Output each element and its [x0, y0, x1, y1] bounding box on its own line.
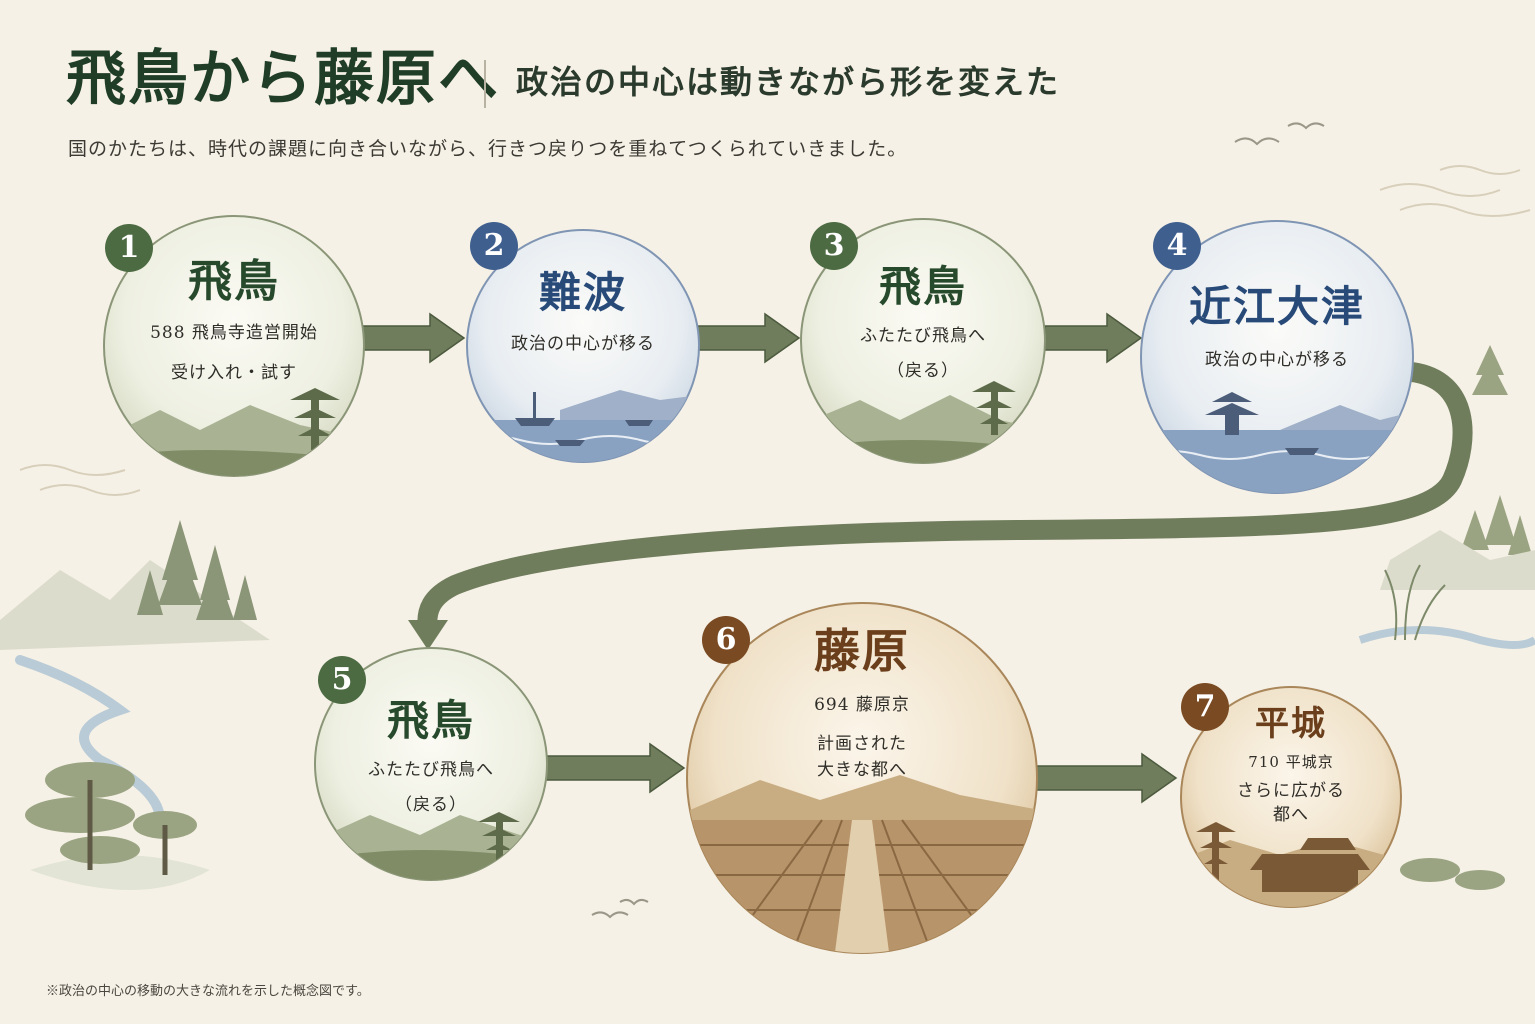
node-4: 近江大津 政治の中心が移る: [1189, 282, 1365, 371]
node-1-place: 飛鳥: [187, 256, 280, 307]
footnote: ※政治の中心の移動の大きな流れを示した概念図です。: [46, 984, 370, 999]
title-divider: [484, 60, 486, 108]
node-1-line-1: 588 飛鳥寺造営開始: [150, 322, 318, 343]
node-5-line-1: ふたたび飛鳥へ: [368, 760, 494, 781]
bird-icons: [591, 122, 1325, 919]
node-7-line-2: さらに広がる: [1237, 780, 1345, 801]
scene-6-fujiwara: [690, 775, 1037, 953]
lead-text: 国のかたちは、時代の課題に向き合いながら、行きつ戻りつを重ねてつくられていきまし…: [68, 138, 908, 160]
node-7: 平城 710 平城京 さらに広がる 都へ: [1237, 704, 1345, 826]
arrow-4-to-5-head: [408, 620, 448, 650]
node-3-line-2: （戻る）: [887, 360, 959, 381]
step-4-badge: 4: [1153, 222, 1201, 270]
arrow-1-to-2: [361, 312, 466, 364]
node-3-place: 飛鳥: [878, 262, 967, 311]
decorative-clouds: [19, 165, 1531, 496]
arrow-2-to-3: [696, 312, 801, 364]
left-landscape-decoration: [0, 520, 270, 890]
step-7-badge: 7: [1181, 683, 1229, 731]
flow-arrows: [361, 312, 1178, 804]
arrow-3-to-4: [1044, 312, 1143, 364]
step-5-badge: 5: [318, 656, 366, 704]
node-6-line-1: 694 藤原京: [814, 695, 910, 716]
step-2-badge: 2: [470, 222, 518, 270]
arrow-6-to-7: [1034, 752, 1178, 804]
node-5: 飛鳥 ふたたび飛鳥へ （戻る）: [368, 696, 494, 815]
step-3-badge: 3: [810, 222, 858, 270]
node-5-place: 飛鳥: [386, 696, 475, 745]
node-3-line-1: ふたたび飛鳥へ: [860, 326, 986, 347]
node-7-line-3: 都へ: [1273, 805, 1309, 826]
node-2-place: 難波: [538, 268, 627, 317]
node-6-line-3: 大きな都へ: [817, 759, 907, 780]
page-subtitle: 政治の中心は動きながら形を変えた: [516, 63, 1061, 101]
node-4-place: 近江大津: [1188, 282, 1366, 331]
arrow-5-to-6: [544, 742, 686, 794]
node-6-line-2: 計画された: [817, 733, 907, 754]
node-1: 飛鳥 588 飛鳥寺造営開始 受け入れ・試す: [150, 256, 318, 384]
node-1-line-2: 受け入れ・試す: [170, 363, 297, 384]
arrow-4-to-5: [417, 362, 1473, 640]
step-1-badge: 1: [105, 224, 153, 272]
step-6-badge: 6: [702, 616, 750, 664]
node-2-line-1: 政治の中心が移る: [511, 334, 655, 355]
page-title: 飛鳥から藤原へ: [66, 44, 500, 114]
node-4-line-1: 政治の中心が移る: [1204, 350, 1349, 371]
right-landscape-decoration: [1358, 345, 1535, 890]
node-6-place: 藤原: [814, 624, 910, 678]
node-3: 飛鳥 ふたたび飛鳥へ （戻る）: [860, 262, 986, 381]
node-2: 難波 政治の中心が移る: [511, 268, 655, 355]
node-5-line-2: （戻る）: [395, 794, 467, 815]
node-7-line-1: 710 平城京: [1248, 752, 1334, 771]
node-6: 藤原 694 藤原京 計画された 大きな都へ: [814, 624, 910, 780]
node-7-place: 平城: [1255, 704, 1327, 744]
